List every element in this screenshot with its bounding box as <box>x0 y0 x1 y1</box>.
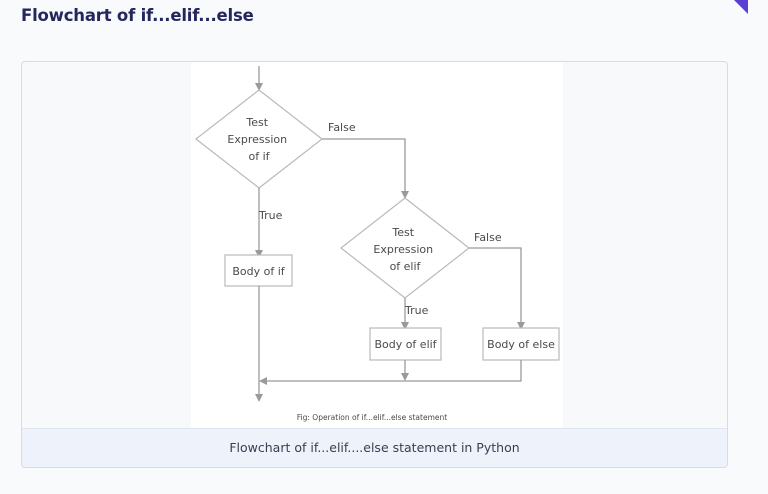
body-if-label: Body of if <box>232 265 285 278</box>
false-elif-arrow <box>469 247 525 330</box>
test-elif-label: Test Expression of elif <box>373 226 436 273</box>
body-else-label: Body of else <box>487 338 555 351</box>
fig-caption: Fig: Operation of if...elif...else state… <box>297 413 447 422</box>
test-if-label: Test Expression of if <box>227 116 290 163</box>
true-if-label: True <box>258 209 283 222</box>
flowchart-image: Test Expression of if False True Body of… <box>191 62 563 428</box>
corner-decoration <box>734 0 748 14</box>
false-if-label: False <box>328 121 356 134</box>
body-else-box <box>482 327 560 361</box>
flowchart-svg: Test Expression of if False True Body of… <box>195 66 560 422</box>
body-elif-box <box>369 327 442 361</box>
false-elif-label: False <box>474 231 502 244</box>
true-elif-label: True <box>404 304 429 317</box>
merge-arrow <box>259 360 522 385</box>
body-elif-label: Body of elif <box>374 338 437 351</box>
figure-card: Test Expression of if False True Body of… <box>21 61 728 468</box>
figure-caption: Flowchart of if...elif....else statement… <box>22 428 727 467</box>
false-if-arrow <box>322 138 409 199</box>
section-heading: Flowchart of if...elif...else <box>21 6 254 25</box>
